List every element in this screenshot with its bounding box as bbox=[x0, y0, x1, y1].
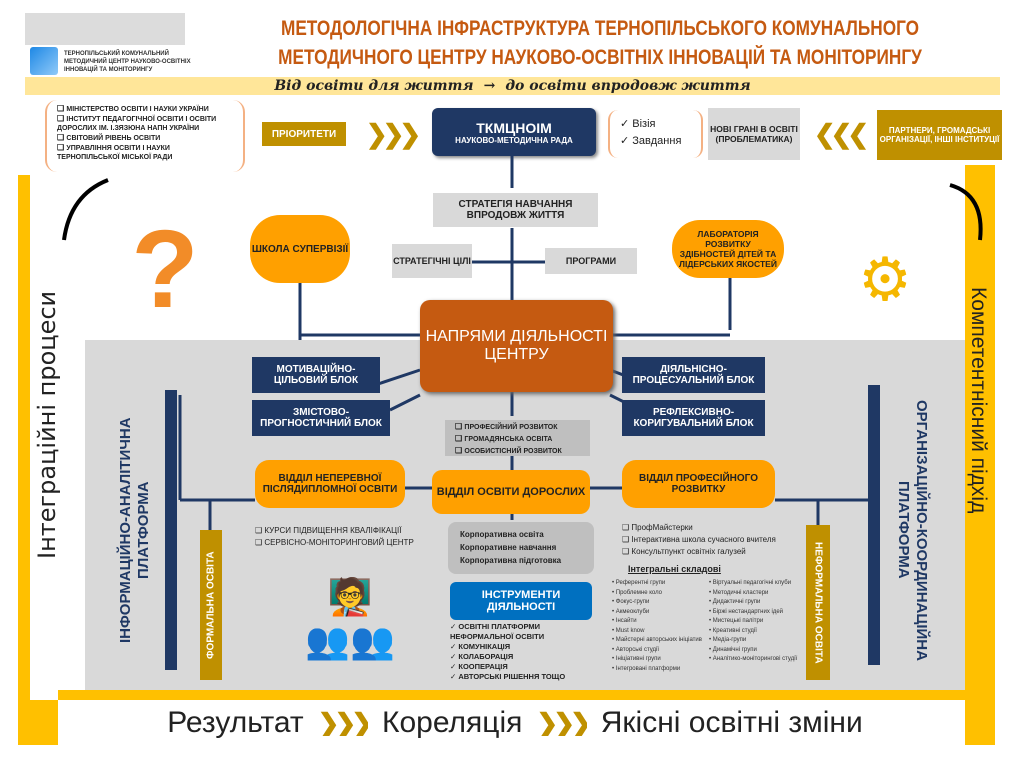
info-platform-bar bbox=[165, 390, 177, 670]
footer: Результат ❯❯❯ Кореляція ❯❯❯ Якісні освітні… bbox=[70, 700, 960, 745]
inner-white-left bbox=[30, 175, 58, 700]
partners-box: ПАРТНЕРИ, ГРОМАДСЬКІ ОРГАНІЗАЦІЇ, ІНШІ І… bbox=[877, 110, 1002, 160]
priorities-box: ПРІОРИТЕТИ bbox=[262, 122, 346, 146]
supervision-school: ШКОЛА СУПЕРВІЗІЇ bbox=[250, 215, 350, 283]
block-content: ЗМІСТОВО-ПРОГНОСТИЧНИЙ БЛОК bbox=[252, 400, 390, 436]
chevrons-left-icon: ❮❮❮ bbox=[813, 119, 869, 149]
page-title: МЕТОДОЛОГІЧНА ІНФРАСТРУКТУРА ТЕРНОПІЛЬСЬ… bbox=[278, 17, 922, 69]
chevrons-icon: ❯❯❯ bbox=[317, 709, 369, 736]
main-directions: НАПРЯМИ ДІЯЛЬНОСТІ ЦЕНТРУ bbox=[420, 300, 613, 392]
tools-title: ІНСТРУМЕНТИ ДІЯЛЬНОСТІ bbox=[450, 582, 592, 620]
footer-correlation: Кореляція bbox=[382, 705, 523, 739]
laboratory: ЛАБОРАТОРІЯ РОЗВИТКУ ЗДІБНОСТЕЙ ДІТЕЙ ТА… bbox=[672, 220, 784, 278]
footer-result: Результат bbox=[167, 705, 304, 739]
logo-icon bbox=[30, 47, 58, 75]
growth-chart-icon: ⚙ bbox=[858, 246, 912, 313]
new-facets-box: НОВІ ГРАНІ В ОСВІТІ (ПРОБЛЕМАТИКА) bbox=[708, 108, 800, 160]
integral-col1: Референтні групиПроблемне колоФокус-груп… bbox=[612, 579, 707, 674]
org-platform-bar bbox=[868, 385, 880, 665]
integral-col2: Віртуальні педагогічні клубиМетодичні кл… bbox=[709, 579, 801, 665]
block-motivational: МОТИВАЦІЙНО-ЦІЛЬОВИЙ БЛОК bbox=[252, 357, 380, 393]
question-figure-icon: ? bbox=[131, 208, 199, 331]
chevrons-icon: ❯❯❯ bbox=[536, 709, 587, 736]
continuous-items: КУРСИ ПІДВИЩЕННЯ КВАЛІФІКАЦІЇСЕРВІСНО-МО… bbox=[255, 525, 413, 549]
programs-box: ПРОГРАМИ bbox=[545, 248, 637, 274]
subtitle-band: Від освіти для життя→до освіти впродовж … bbox=[25, 77, 1000, 95]
teacher-class-icon: 🧑‍🏫👥👥 bbox=[305, 576, 395, 661]
side-left-label: Інтеграційні процеси bbox=[33, 290, 61, 560]
footer-changes: Якісні освітні зміни bbox=[600, 705, 863, 739]
integral-title: Інтегральні складові bbox=[628, 564, 721, 574]
sources-brace-box: МІНІСТЕРСТВО ОСВІТИ І НАУКИ УКРАЇНИІНСТИ… bbox=[45, 100, 245, 172]
strategy-box: СТРАТЕГІЯ НАВЧАННЯ ВПРОДОВЖ ЖИТТЯ bbox=[433, 193, 598, 227]
block-activity: ДІЯЛЬНІСНО-ПРОЦЕСУАЛЬНИЙ БЛОК bbox=[622, 357, 765, 393]
chevrons-right-icon: ❯❯❯ bbox=[365, 119, 421, 149]
dept-adult: ВІДДІЛ ОСВІТИ ДОРОСЛИХ bbox=[432, 470, 590, 514]
development-list: ПРОФЕСІЙНИЙ РОЗВИТОКГРОМАДЯНСЬКА ОСВІТАО… bbox=[445, 420, 590, 456]
logo-placeholder bbox=[25, 13, 185, 45]
side-right-label: Компетентнісний підхід bbox=[967, 286, 990, 514]
right-yellow-bar bbox=[965, 165, 995, 745]
professional-items: ПрофМайстеркиІнтерактивна школа сучасног… bbox=[622, 522, 775, 558]
logo-text: ТЕРНОПІЛЬСЬКИЙ КОМУНАЛЬНИЙ МЕТОДИЧНИЙ ЦЕ… bbox=[64, 51, 191, 73]
nonformal-education: НЕФОРМАЛЬНА ОСВІТА bbox=[806, 525, 830, 680]
org-platform: ОРГАНІЗАЦІЙНО-КООРДИНАЦІЙНА ПЛАТФОРМА bbox=[895, 399, 930, 661]
dept-continuous: ВІДДІЛ НЕПЕРЕВНОЇ ПІСЛЯДИПЛОМНОЇ ОСВІТИ bbox=[255, 460, 405, 508]
tools-list: ОСВІТНІ ПЛАТФОРМИ НЕФОРМАЛЬНОЇ ОСВІТИКОМ… bbox=[450, 622, 600, 682]
block-reflexive: РЕФЛЕКСИВНО-КОРИГУВАЛЬНИЙ БЛОК bbox=[622, 400, 765, 436]
formal-education: ФОРМАЛЬНА ОСВІТА bbox=[200, 530, 222, 680]
inner-white-bottom bbox=[58, 700, 965, 745]
info-platform: ІНФОРМАЦІЙНО-АНАЛІТИЧНА ПЛАТФОРМА bbox=[117, 417, 152, 643]
strategic-goals-box: СТРАТЕГІЧНІ ЦІЛІ bbox=[392, 244, 472, 278]
dept-professional: ВІДДІЛ ПРОФЕСІЙНОГО РОЗВИТКУ bbox=[622, 460, 775, 508]
vision-brace: ВізіяЗавдання bbox=[608, 110, 703, 158]
